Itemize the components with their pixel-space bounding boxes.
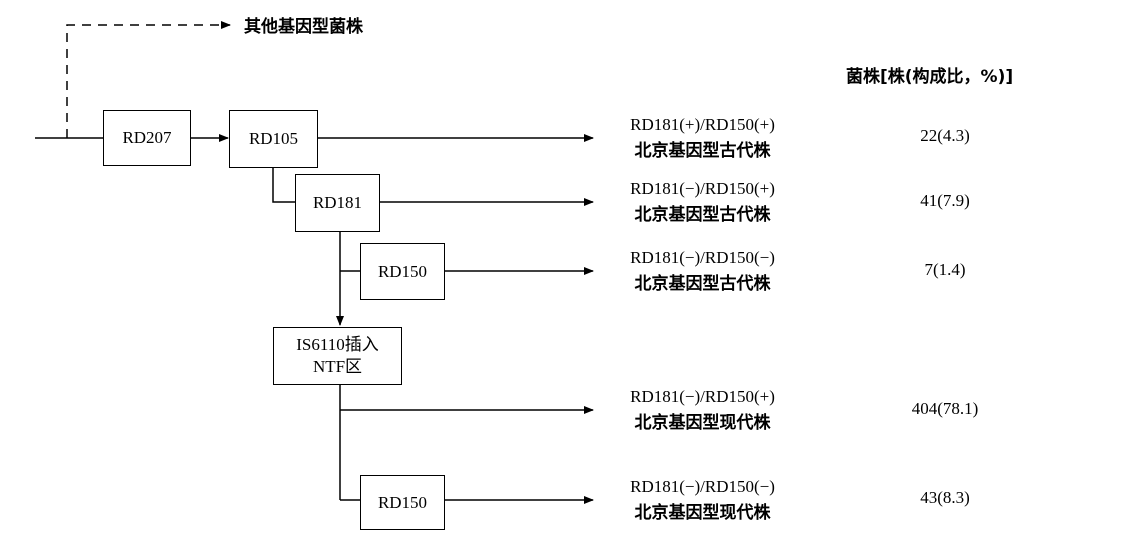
- node-rd150-a: RD150: [360, 243, 445, 300]
- node-rd181: RD181: [295, 174, 380, 232]
- dashed-branch-line: [66, 21, 231, 138]
- node-is6110: IS6110插入 NTF区: [273, 327, 402, 385]
- node-is6110-line1: IS6110插入: [296, 335, 379, 354]
- node-rd150-b-label: RD150: [377, 492, 428, 512]
- node-rd105: RD105: [229, 110, 318, 168]
- result-5-name: 北京基因型现代株: [634, 503, 771, 523]
- connector-rd105-rd181: [272, 168, 295, 203]
- count-4: 404(78.1): [911, 399, 979, 418]
- node-rd150-a-label: RD150: [377, 261, 428, 281]
- result-4: RD181(−)/RD150(+) 北京基因型现代株: [600, 384, 805, 436]
- result-3-name: 北京基因型古代株: [634, 274, 771, 294]
- node-is6110-line2: NTF区: [312, 357, 363, 376]
- count-1: 22(4.3): [920, 126, 970, 145]
- other-genotype-label: 其他基因型菌株: [244, 17, 363, 37]
- result-2-name: 北京基因型古代株: [634, 205, 771, 225]
- result-5-code: RD181(−)/RD150(−): [630, 477, 775, 496]
- result-2: RD181(−)/RD150(+) 北京基因型古代株: [600, 176, 805, 228]
- count-2: 41(7.9): [920, 191, 970, 210]
- column-header: 菌株[株(构成比，%)]: [846, 67, 1014, 87]
- result-4-code: RD181(−)/RD150(+): [630, 387, 775, 406]
- count-5: 43(8.3): [920, 488, 970, 507]
- result-2-code: RD181(−)/RD150(+): [630, 179, 775, 198]
- result-3: RD181(−)/RD150(−) 北京基因型古代株: [600, 245, 805, 297]
- result-3-code: RD181(−)/RD150(−): [630, 248, 775, 267]
- result-4-name: 北京基因型现代株: [634, 413, 771, 433]
- result-1: RD181(+)/RD150(+) 北京基因型古代株: [600, 112, 805, 164]
- result-5: RD181(−)/RD150(−) 北京基因型现代株: [600, 474, 805, 526]
- node-rd150-b: RD150: [360, 475, 445, 530]
- result-1-name: 北京基因型古代株: [634, 141, 771, 161]
- node-rd207: RD207: [103, 110, 191, 166]
- result-1-code: RD181(+)/RD150(+): [630, 115, 775, 134]
- count-3: 7(1.4): [924, 260, 966, 279]
